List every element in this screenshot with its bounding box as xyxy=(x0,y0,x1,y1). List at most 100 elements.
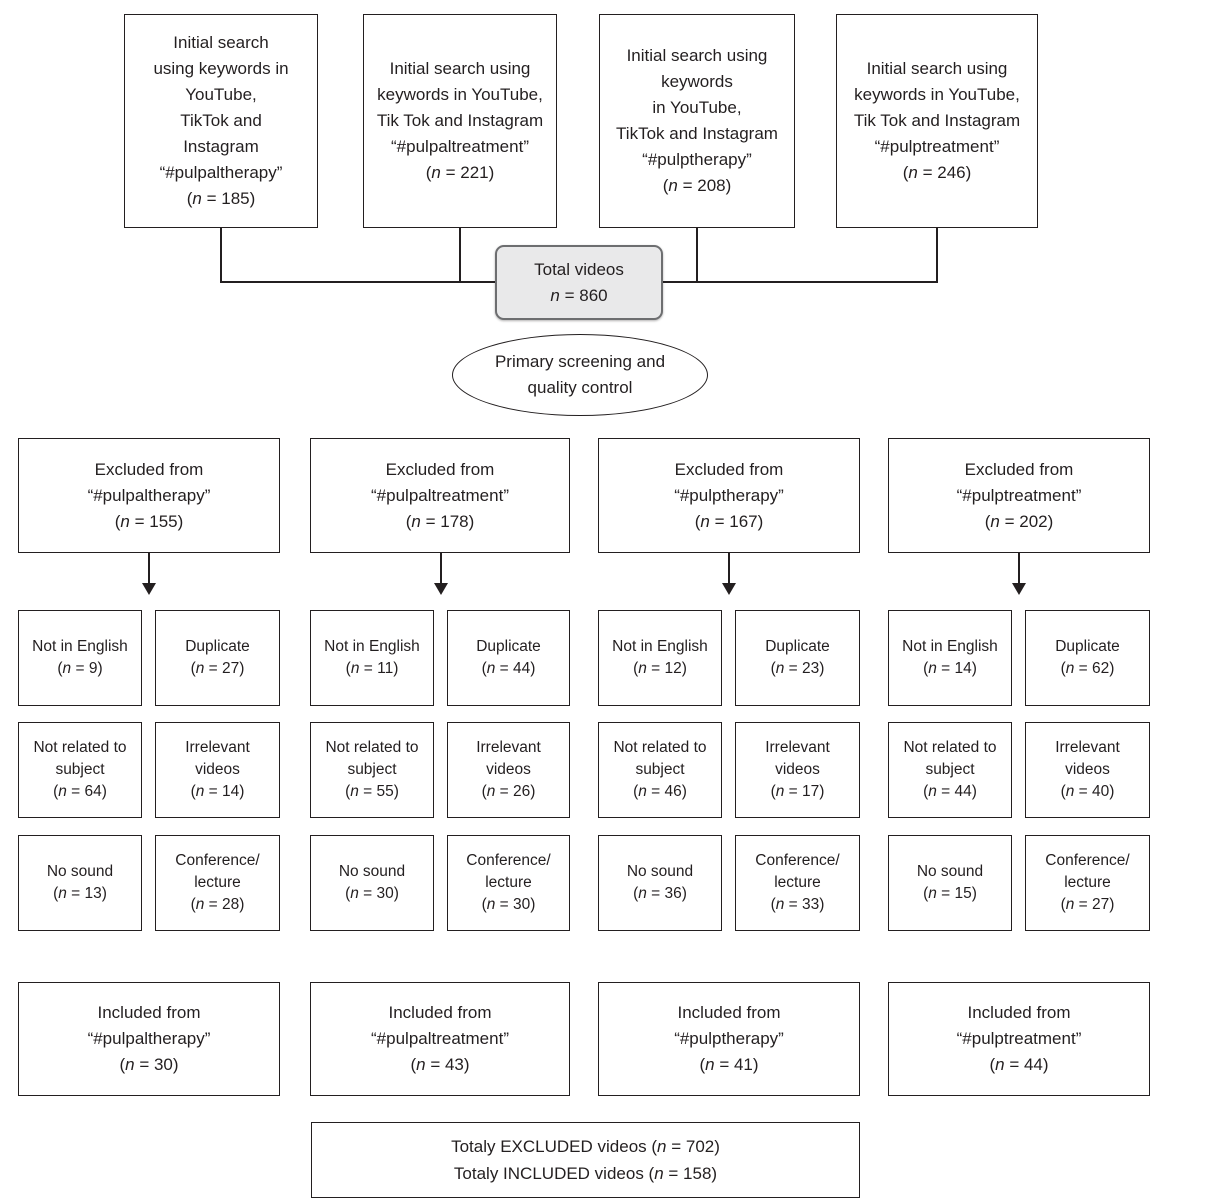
down-arrow-icon xyxy=(722,583,736,595)
n-count: (n = 62) xyxy=(1060,660,1115,677)
box-text: Irrelevant videos xyxy=(476,739,541,778)
box-text: Not in English xyxy=(32,638,128,655)
box-text: Included from “#pulpaltherapy” xyxy=(87,1003,211,1048)
reason-box-conference: Conference/ lecture (n = 27) xyxy=(1025,835,1150,931)
connector-hline xyxy=(661,281,938,283)
reason-box-not-in-english: Not in English (n = 9) xyxy=(18,610,142,706)
box-text: Initial search using keywords in YouTube… xyxy=(853,59,1021,156)
down-arrow-icon xyxy=(1012,583,1026,595)
box-text: Conference/ lecture xyxy=(466,852,551,891)
box-text: No sound xyxy=(916,863,984,880)
box-text: Not in English xyxy=(612,638,708,655)
reason-box-no-sound: No sound (n = 15) xyxy=(888,835,1012,931)
box-text: Excluded from “#pulpaltherapy” xyxy=(87,459,211,505)
box-text: Duplicate xyxy=(476,638,541,655)
n-count: (n = 14) xyxy=(923,660,977,677)
n-count: (n = 9) xyxy=(57,660,103,677)
reason-box-not-related: Not related to subject (n = 46) xyxy=(598,722,722,818)
n-count: (n = 185) xyxy=(186,189,256,208)
reason-box-duplicate: Duplicate (n = 44) xyxy=(447,610,570,706)
n-count: (n = 167) xyxy=(694,511,764,531)
included-box-pulptherapy: Included from “#pulptherapy” (n = 41) xyxy=(598,982,860,1096)
n-count: (n = 27) xyxy=(1060,896,1115,913)
ellipse-text: Primary screening and quality control xyxy=(494,352,666,397)
box-text: Initial search using keywords in YouTube… xyxy=(376,59,544,156)
reason-box-not-related: Not related to subject (n = 44) xyxy=(888,722,1012,818)
connector-vline xyxy=(459,228,461,282)
n-count: (n = 41) xyxy=(699,1055,759,1074)
total-videos-box: Total videos n = 860 xyxy=(495,245,663,320)
n-count: (n = 44) xyxy=(923,783,977,800)
included-box-pulptreatment: Included from “#pulptreatment” (n = 44) xyxy=(888,982,1150,1096)
excluded-box-pulptreatment: Excluded from “#pulptreatment” (n = 202) xyxy=(888,438,1150,553)
n-count: (n = 30) xyxy=(119,1055,179,1074)
n-count: (n = 36) xyxy=(633,885,687,902)
reason-box-no-sound: No sound (n = 36) xyxy=(598,835,722,931)
n-count: (n = 14) xyxy=(190,783,245,800)
n-count: (n = 44) xyxy=(481,660,536,677)
n-count: (n = 221) xyxy=(425,163,495,182)
n-count: (n = 40) xyxy=(1060,783,1115,800)
box-text: Conference/ lecture xyxy=(755,852,840,891)
excluded-box-pulptherapy: Excluded from “#pulptherapy” (n = 167) xyxy=(598,438,860,553)
box-text: Not in English xyxy=(324,638,420,655)
n-count: (n = 12) xyxy=(633,660,687,677)
box-text: Included from “#pulptherapy” xyxy=(674,1003,784,1048)
n-count: (n = 13) xyxy=(53,885,107,902)
n-count: n = 860 xyxy=(550,285,608,305)
box-text: No sound xyxy=(626,863,694,880)
down-arrow-icon xyxy=(142,583,156,595)
down-arrow-line xyxy=(728,553,730,584)
n-count: (n = 11) xyxy=(345,660,399,677)
reason-box-not-related: Not related to subject (n = 64) xyxy=(18,722,142,818)
down-arrow-line xyxy=(1018,553,1020,584)
reason-box-conference: Conference/ lecture (n = 28) xyxy=(155,835,280,931)
n-count: (n = 17) xyxy=(770,783,825,800)
box-text: Not in English xyxy=(902,638,998,655)
reason-box-not-in-english: Not in English (n = 11) xyxy=(310,610,434,706)
box-text: Conference/ lecture xyxy=(175,852,260,891)
initial-search-box-pulpaltherapy: Initial search using keywords in YouTube… xyxy=(124,14,318,228)
reason-box-no-sound: No sound (n = 13) xyxy=(18,835,142,931)
n-count: (n = 43) xyxy=(410,1055,470,1074)
box-text: Not related to subject xyxy=(903,739,997,778)
box-text: Irrelevant videos xyxy=(1055,739,1120,778)
totals-summary-box: Totaly EXCLUDED videos (n = 702) Totaly … xyxy=(311,1122,860,1198)
reason-box-conference: Conference/ lecture (n = 33) xyxy=(735,835,860,931)
n-count: (n = 33) xyxy=(770,896,825,913)
box-text: Duplicate xyxy=(185,638,250,655)
n-count: (n = 27) xyxy=(190,660,245,677)
connector-vline xyxy=(936,228,938,282)
reason-box-irrelevant: Irrelevant videos (n = 14) xyxy=(155,722,280,818)
box-text: Excluded from “#pulptreatment” xyxy=(956,459,1082,505)
total-videos-label: Total videos xyxy=(534,259,624,279)
included-box-pulpaltreatment: Included from “#pulpaltreatment” (n = 43… xyxy=(310,982,570,1096)
n-count: (n = 202) xyxy=(984,511,1054,531)
box-text: Not related to subject xyxy=(325,739,419,778)
reason-box-not-related: Not related to subject (n = 55) xyxy=(310,722,434,818)
included-box-pulpaltherapy: Included from “#pulpaltherapy” (n = 30) xyxy=(18,982,280,1096)
excluded-box-pulpaltherapy: Excluded from “#pulpaltherapy” (n = 155) xyxy=(18,438,280,553)
box-text: No sound xyxy=(338,863,406,880)
box-text: Irrelevant videos xyxy=(765,739,830,778)
reason-box-conference: Conference/ lecture (n = 30) xyxy=(447,835,570,931)
box-text: Not related to subject xyxy=(613,739,707,778)
reason-box-not-in-english: Not in English (n = 14) xyxy=(888,610,1012,706)
reason-box-irrelevant: Irrelevant videos (n = 26) xyxy=(447,722,570,818)
n-count: (n = 208) xyxy=(662,176,732,195)
reason-box-no-sound: No sound (n = 30) xyxy=(310,835,434,931)
connector-vline xyxy=(696,228,698,282)
initial-search-box-pulptherapy: Initial search using keywords in YouTube… xyxy=(599,14,795,228)
n-count: (n = 15) xyxy=(923,885,977,902)
box-text: Initial search using keywords in YouTube… xyxy=(616,46,778,169)
excluded-box-pulpaltreatment: Excluded from “#pulpaltreatment” (n = 17… xyxy=(310,438,570,553)
n-count: (n = 46) xyxy=(633,783,687,800)
n-count: (n = 23) xyxy=(770,660,825,677)
total-included-line: Totaly INCLUDED videos (n = 158) xyxy=(453,1164,718,1183)
box-text: Excluded from “#pulptherapy” xyxy=(674,459,784,505)
primary-screening-ellipse: Primary screening and quality control xyxy=(452,334,708,416)
box-text: Initial search using keywords in YouTube… xyxy=(153,33,289,182)
n-count: (n = 64) xyxy=(53,783,107,800)
connector-vline xyxy=(220,228,222,282)
reason-box-duplicate: Duplicate (n = 23) xyxy=(735,610,860,706)
